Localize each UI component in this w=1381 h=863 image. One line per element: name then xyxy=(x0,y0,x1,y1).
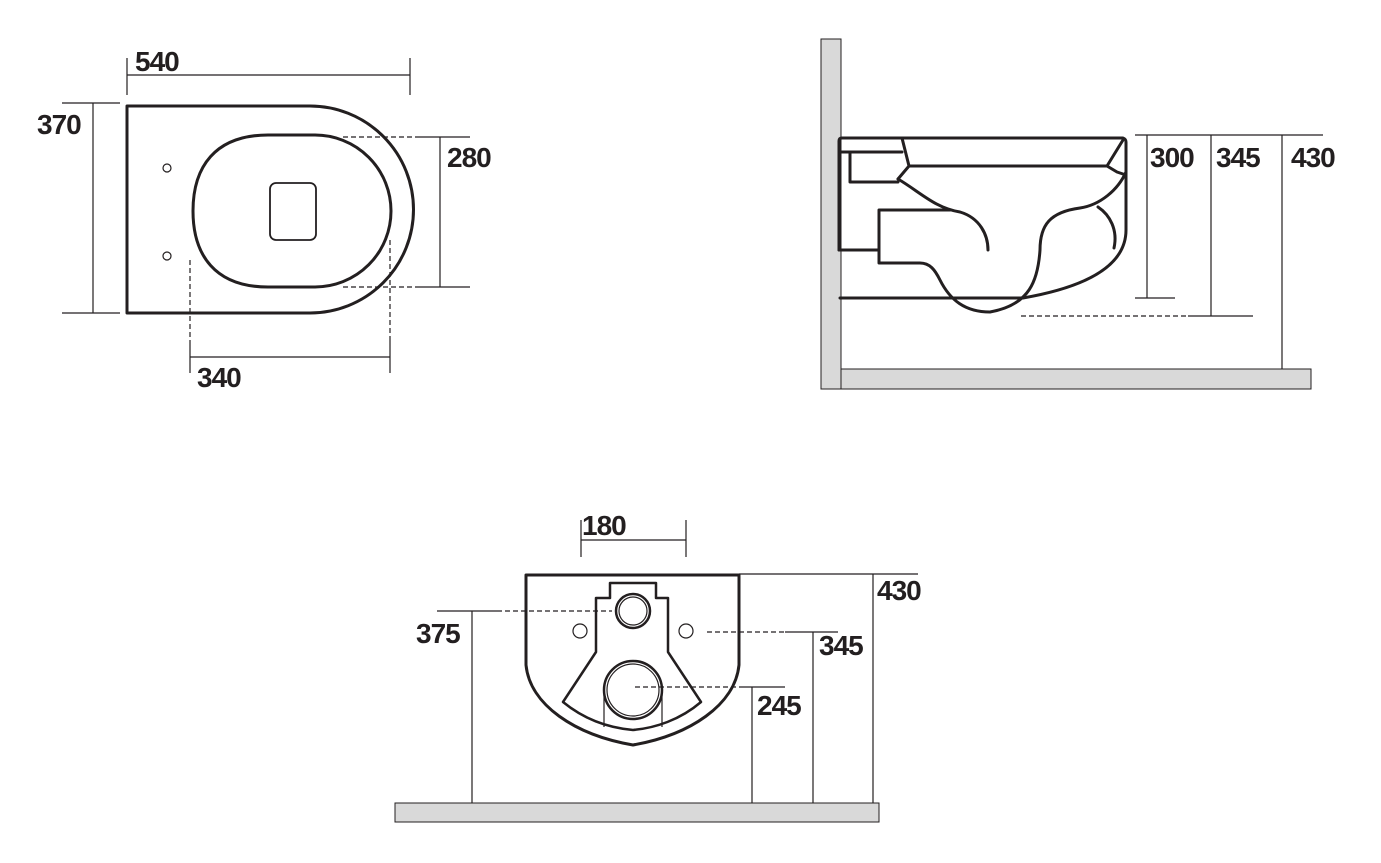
dim-300-line xyxy=(1135,134,1323,299)
side-view: 300 345 430 xyxy=(820,38,1336,390)
bowl-outline-top xyxy=(125,104,415,315)
dim-370: 370 xyxy=(37,109,81,140)
bowl-curve xyxy=(896,177,990,252)
dim-300-side: 300 xyxy=(1150,142,1194,173)
dim-245: 245 xyxy=(757,690,801,721)
dim-180: 180 xyxy=(582,510,626,541)
rim-inner xyxy=(838,136,1125,184)
fixing-hole xyxy=(572,623,588,639)
mounting-plate xyxy=(561,581,703,732)
dim-280: 280 xyxy=(447,142,491,173)
dim-430-side: 430 xyxy=(1291,142,1335,173)
floor xyxy=(394,802,880,823)
rear-curve xyxy=(1096,164,1128,250)
top-view: 540 370 280 340 xyxy=(37,46,492,393)
dim-430-rear: 430 xyxy=(877,575,921,606)
fixing-hole xyxy=(162,163,172,173)
dim-375-line xyxy=(437,610,497,803)
dim-345-side: 345 xyxy=(1216,142,1260,173)
dim-340: 340 xyxy=(197,362,241,393)
fixing-hole xyxy=(162,251,172,261)
dim-540: 540 xyxy=(135,46,179,77)
trap-curve xyxy=(837,170,1128,314)
dim-245-line xyxy=(742,686,785,803)
dim-345-rear: 345 xyxy=(819,630,863,661)
seat-outline xyxy=(191,133,393,289)
dim-540-line xyxy=(126,58,411,95)
dim-370-line xyxy=(62,102,120,314)
outlet-pipe xyxy=(603,690,663,727)
dim-340-extension xyxy=(189,240,391,340)
dim-280-extension xyxy=(343,136,420,288)
hinge-plate xyxy=(269,182,317,241)
bowl-outline-side xyxy=(837,136,1128,300)
rear-view: 180 430 375 345 245 xyxy=(394,510,922,823)
dim-280-line xyxy=(420,136,470,288)
dim-340-line xyxy=(189,340,391,373)
dim-375: 375 xyxy=(416,618,460,649)
fixing-hole xyxy=(678,623,694,639)
wall xyxy=(820,38,842,390)
dim-345-line xyxy=(785,631,838,803)
dim-180-line xyxy=(580,520,687,557)
inlet-circle xyxy=(614,592,652,630)
dim-430-line xyxy=(739,573,918,803)
outlet-circle xyxy=(602,659,664,721)
floor xyxy=(840,368,1312,390)
outlet-inner xyxy=(606,663,660,717)
inlet-inner xyxy=(618,596,648,626)
dim-345-line xyxy=(1188,135,1253,317)
